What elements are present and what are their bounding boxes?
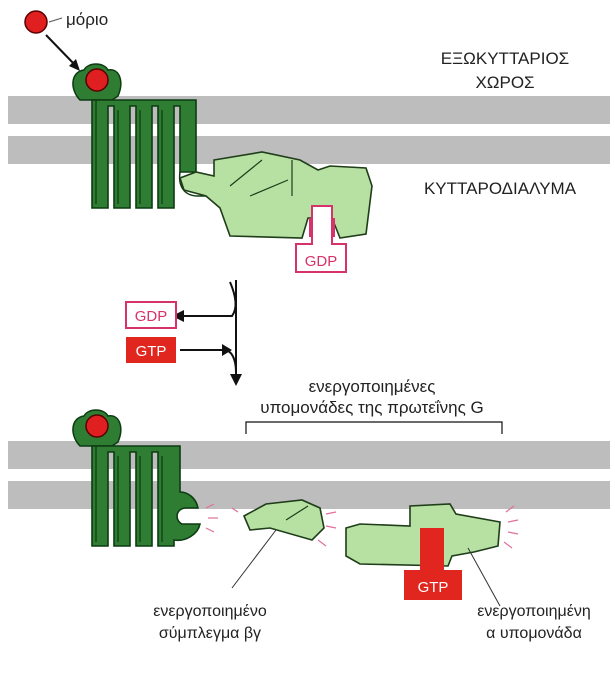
activated-subunits-line2: υπομονάδες της πρωτεΐνης G [260,398,483,417]
bound-molecule [85,68,109,92]
gtp-incoming-label: GTP [136,343,167,360]
bound-molecule-bottom [85,414,109,438]
beta-gamma-label-line2: σύμπλεγμα βγ [159,625,261,642]
molecule-label-leader [48,17,63,23]
signal-molecule [24,10,48,34]
exchange-arrows [172,280,242,386]
activated-bracket [245,421,503,434]
beta-gamma-complex [231,499,337,547]
gdp-bound-label: GDP [305,253,338,270]
gdp-bound-box: GDP [295,205,347,273]
activated-subunits-line1: ενεργοποιημένες [309,377,436,396]
gtp-bound-box: GTP [404,528,462,600]
gtp-incoming-box: GTP [126,337,176,363]
receptor-bottom [72,409,218,547]
alpha-activity-marks [503,505,519,549]
beta-gamma-activity-marks [231,507,337,547]
alpha-label-line2: α υπομονάδα [486,625,582,642]
cytoplasm-label: ΚΥΤΤΑΡΟΔΙΑΛΥΜΑ [424,179,577,198]
gdp-released-box: GDP [125,301,177,329]
molecule-label: μόριο [66,10,108,29]
beta-gamma-label-line1: ενεργοποιημένο [153,603,267,620]
extracellular-label-line2: ΧΩΡΟΣ [475,73,534,92]
receptor-activity-marks [205,503,218,533]
molecule-arrow [45,34,80,71]
g-protein-inactive [178,151,373,239]
alpha-label-line1: ενεργοποιημένη [477,603,590,620]
gdp-released-label: GDP [135,308,168,325]
beta-gamma-leader [231,529,277,589]
extracellular-label-line1: ΕΞΩΚΥΤΤΑΡΙΟΣ [441,49,569,68]
alpha-leader [467,547,501,607]
gtp-bound-label: GTP [418,579,449,596]
